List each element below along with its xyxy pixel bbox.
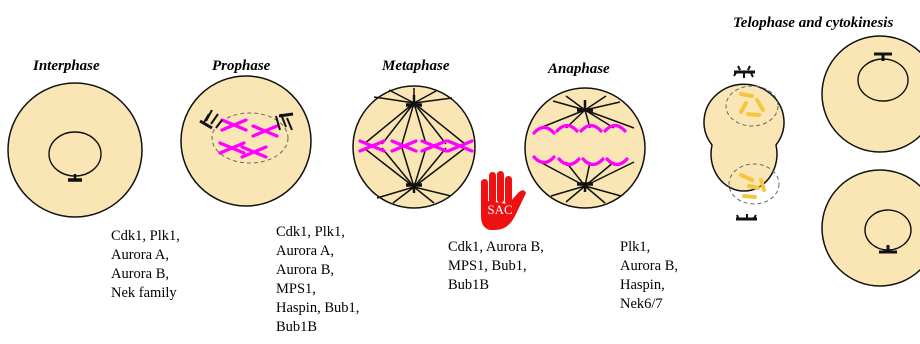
metaphase-title: Metaphase (382, 58, 450, 75)
anaphase-cell (525, 88, 645, 208)
metaphase-cell (353, 86, 475, 208)
daughter-cell-top (822, 36, 920, 152)
daughter-cell-bottom (822, 170, 920, 286)
prophase-title: Prophase (212, 58, 270, 75)
sac-label: SAC (487, 202, 512, 217)
interphase-title: Interphase (33, 58, 100, 75)
centrosome-icon (736, 214, 757, 220)
centrosome-icon (734, 66, 755, 78)
prophase-kinases: Cdk1, Plk1, Aurora A, Aurora B, MPS1, Ha… (276, 223, 359, 337)
telophase-title: Telophase and cytokinesis (733, 15, 893, 32)
metaphase-kinases: Cdk1, Aurora B, MPS1, Bub1, Bub1B (448, 238, 544, 295)
stop-hand-icon (481, 171, 526, 230)
interphase-cell (8, 83, 142, 217)
prophase-cell (181, 76, 311, 206)
anaphase-kinases: Plk1, Aurora B, Haspin, Nek6/7 (620, 238, 678, 314)
interphase-kinases: Cdk1, Plk1, Aurora A, Aurora B, Nek fami… (111, 227, 180, 303)
telophase-dividing-cells (704, 66, 824, 220)
anaphase-title: Anaphase (548, 61, 610, 78)
